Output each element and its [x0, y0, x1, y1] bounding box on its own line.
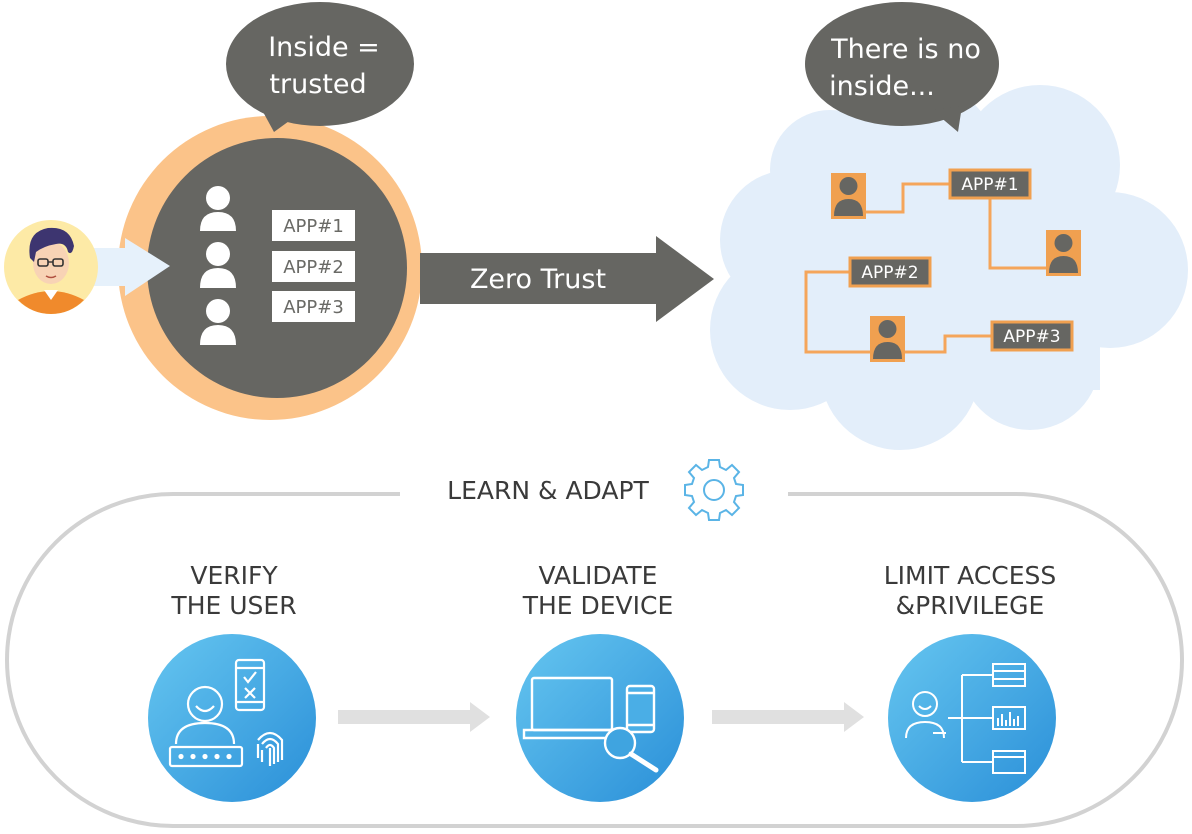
- inside-app-2: APP#2: [272, 251, 355, 282]
- cloud-connections: [804, 182, 1046, 354]
- app-label: APP#1: [961, 175, 1018, 195]
- user-avatar: [4, 220, 98, 314]
- pale-entry-arrow: [92, 238, 170, 296]
- app-label: APP#2: [283, 257, 344, 278]
- cloud-user-2: [1046, 230, 1081, 276]
- user-icon: [200, 186, 236, 231]
- cloud-app-2: APP#2: [848, 256, 932, 288]
- user-icon: [200, 299, 236, 345]
- flow-arrow: [338, 702, 490, 732]
- app-label: APP#1: [283, 216, 344, 237]
- cloud-app-3: APP#3: [990, 320, 1074, 352]
- bubble-line-1: Inside =: [268, 32, 380, 63]
- app-label: APP#2: [861, 263, 918, 283]
- learn-adapt-label: LEARN & ADAPT: [447, 476, 649, 505]
- gear-icon: [684, 459, 744, 521]
- inside-app-3: APP#3: [272, 291, 355, 322]
- app-label: APP#3: [283, 297, 344, 318]
- cloud-user-1: [831, 173, 866, 219]
- cloud-user-3: [870, 316, 905, 362]
- app-label: APP#3: [1003, 327, 1060, 347]
- step-2-circle: [516, 634, 684, 802]
- user-verify-icon: [168, 658, 284, 768]
- step-1-circle: [148, 634, 316, 802]
- inside-users: [200, 186, 236, 345]
- bubble-line-2: inside...: [829, 71, 935, 102]
- cloud-app-1: APP#1: [948, 168, 1032, 200]
- access-tree-icon: [905, 663, 1026, 774]
- cloud-icon: [710, 80, 1188, 450]
- zero-trust-label: Zero Trust: [470, 264, 606, 295]
- password-dots: [178, 753, 232, 760]
- learn-adapt-loop: [5, 492, 1184, 828]
- inside-app-1: APP#1: [272, 210, 355, 241]
- step-3-title-line-2: &PRIVILEGE: [896, 591, 1045, 620]
- device-search-icon: [522, 676, 659, 773]
- step-2-title-line-1: VALIDATE: [539, 561, 658, 590]
- step-3-title-line-1: LIMIT ACCESS: [884, 561, 1057, 590]
- flow-arrow: [712, 702, 864, 732]
- speech-bubble-inside-trusted: Inside = trusted: [226, 2, 414, 132]
- step-2-title-line-2: THE DEVICE: [522, 591, 674, 620]
- user-icon: [200, 242, 236, 288]
- step-1-title-line-1: VERIFY: [190, 561, 278, 590]
- bubble-line-1: There is no: [830, 34, 981, 65]
- zero-trust-arrow: Zero Trust: [420, 236, 714, 322]
- speech-bubble-no-inside: There is no inside...: [805, 2, 999, 132]
- bubble-line-2: trusted: [269, 69, 366, 100]
- step-1-title-line-2: THE USER: [170, 591, 296, 620]
